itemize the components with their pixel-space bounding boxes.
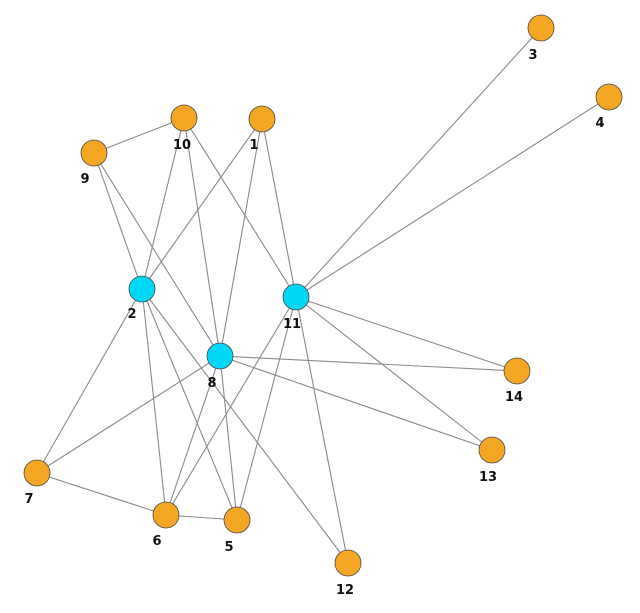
node-2[interactable]: 2	[127, 275, 156, 322]
edge-11-14	[295, 296, 518, 372]
node-10[interactable]: 10	[170, 104, 198, 153]
node-3[interactable]: 3	[527, 14, 555, 63]
edge-3-11	[295, 27, 542, 298]
node-12-circle[interactable]	[334, 549, 362, 577]
edge-9-8	[93, 152, 221, 357]
edge-8-7	[36, 355, 221, 474]
edge-2-12	[141, 288, 349, 564]
node-11-label: 11	[283, 317, 301, 332]
node-9-label: 9	[80, 172, 89, 187]
edge-10-2	[141, 117, 185, 290]
edge-2-7	[36, 288, 143, 474]
node-5[interactable]: 5	[223, 506, 251, 555]
node-11[interactable]: 11	[282, 283, 310, 332]
edge-10-8	[183, 117, 221, 357]
node-13-label: 13	[479, 470, 497, 485]
node-7-label: 7	[24, 492, 33, 507]
edge-2-5	[141, 288, 238, 521]
node-1-circle[interactable]	[248, 105, 276, 133]
node-2-circle[interactable]	[128, 275, 156, 303]
node-1-label: 1	[249, 138, 258, 153]
node-14[interactable]: 14	[503, 357, 531, 405]
node-14-label: 14	[505, 390, 523, 405]
edge-4-11	[295, 96, 610, 298]
edge-7-6	[36, 472, 167, 516]
node-9[interactable]: 9	[80, 139, 108, 187]
node-4-label: 4	[595, 116, 604, 131]
edge-9-2	[93, 152, 143, 290]
edge-2-6	[141, 288, 167, 516]
node-7-circle[interactable]	[23, 459, 51, 487]
edge-11-12	[295, 296, 349, 564]
edge-1-8	[219, 118, 263, 357]
edge-8-14	[219, 355, 518, 372]
node-14-circle[interactable]	[503, 357, 531, 385]
node-8-circle[interactable]	[206, 342, 234, 370]
edge-11-6	[165, 296, 297, 516]
edge-1-2	[141, 118, 263, 290]
node-12-label: 12	[336, 583, 354, 598]
edge-1-11	[261, 118, 297, 298]
node-5-label: 5	[224, 540, 233, 555]
node-10-circle[interactable]	[170, 104, 198, 132]
edge-11-5	[236, 296, 297, 521]
node-6-circle[interactable]	[152, 501, 180, 529]
node-3-circle[interactable]	[527, 14, 555, 42]
edge-8-13	[219, 355, 493, 451]
node-8[interactable]: 8	[206, 342, 234, 391]
node-4[interactable]: 4	[595, 83, 623, 131]
edge-8-6	[165, 355, 221, 516]
edge-11-13	[295, 296, 493, 451]
edge-8-5	[219, 355, 238, 521]
node-9-circle[interactable]	[80, 139, 108, 167]
node-1[interactable]: 1	[248, 105, 276, 153]
edges-layer	[36, 27, 610, 564]
edge-10-11	[183, 117, 297, 298]
node-11-circle[interactable]	[282, 283, 310, 311]
node-13-circle[interactable]	[478, 436, 506, 464]
node-6[interactable]: 6	[152, 501, 180, 549]
edge-9-10	[93, 117, 185, 154]
node-8-label: 8	[207, 376, 216, 391]
node-7[interactable]: 7	[23, 459, 51, 507]
node-6-label: 6	[152, 534, 161, 549]
node-3-label: 3	[528, 48, 537, 63]
node-13[interactable]: 13	[478, 436, 506, 485]
node-4-circle[interactable]	[595, 83, 623, 111]
node-5-circle[interactable]	[223, 506, 251, 534]
node-12[interactable]: 12	[334, 549, 362, 598]
node-10-label: 10	[173, 138, 191, 153]
node-2-label: 2	[127, 307, 136, 322]
